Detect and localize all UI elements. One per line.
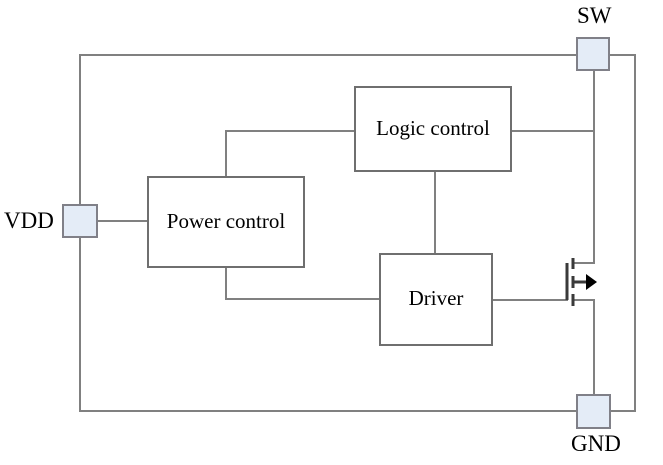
block-label-logic-control: Logic control — [376, 116, 490, 140]
pad-vdd[interactable] — [62, 204, 98, 238]
block-driver[interactable] — [379, 253, 493, 346]
block-label-power-control: Power control — [166, 209, 286, 233]
pad-sw[interactable] — [576, 37, 610, 71]
pad-label-gnd: GND — [571, 431, 621, 456]
pad-gnd[interactable] — [576, 394, 611, 429]
wire-mosfet-source-to-gnd — [572, 299, 595, 396]
wire-logic-control-to-switch-node — [510, 130, 595, 264]
wire-right-rail — [608, 54, 636, 412]
mosfet-arrow-icon — [586, 274, 597, 290]
pad-label-vdd: VDD — [4, 208, 54, 233]
pad-label-sw: SW — [577, 3, 612, 28]
wire-power-control-to-driver — [225, 266, 381, 300]
block-power-control[interactable] — [147, 176, 305, 268]
wire-power-control-to-logic-control — [225, 130, 356, 178]
block-label-driver: Driver — [408, 286, 464, 310]
block-logic-control[interactable] — [354, 86, 512, 172]
